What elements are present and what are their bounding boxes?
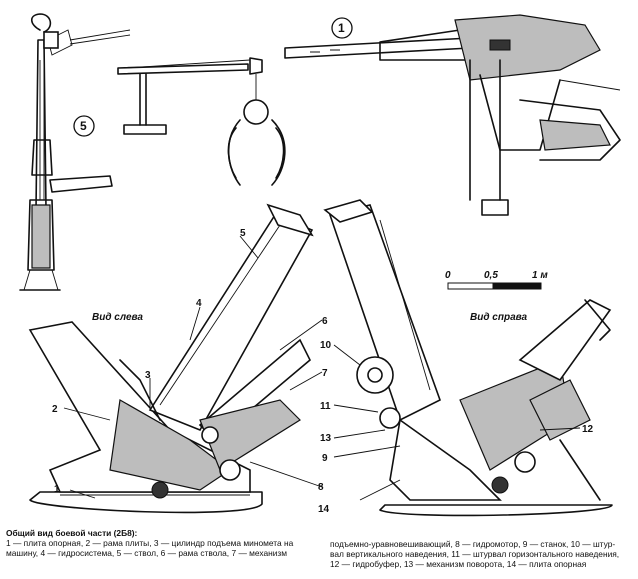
left-view-label: Вид слева xyxy=(92,312,143,323)
callout-4: 4 xyxy=(196,298,202,309)
caption-line: 12 — гидробуфер, 13 — механизм поворота,… xyxy=(330,559,587,569)
callout-12: 12 xyxy=(582,424,594,435)
svg-text:5: 5 xyxy=(80,119,87,133)
caption-left: Общий вид боевой части (2Б8): 1 — плита … xyxy=(6,528,318,558)
right-view-drawing xyxy=(323,199,613,517)
callout-9: 9 xyxy=(322,453,328,464)
callout-14: 14 xyxy=(318,504,330,515)
callout-13: 13 xyxy=(320,433,332,444)
callout-6: 6 xyxy=(322,316,328,327)
vehicle-mount-drawing xyxy=(284,14,621,216)
caption-line: 1 — плита опорная, 2 — рама плиты, 3 — ц… xyxy=(6,538,294,548)
leader-lines xyxy=(63,235,581,501)
right-view-label: Вид справа xyxy=(470,312,528,323)
caption-line: подъемно-уравновешивающий, 8 — гидромото… xyxy=(330,539,616,549)
callout-11: 11 xyxy=(320,401,331,412)
scale-label-half: 0,5 xyxy=(484,270,498,281)
scale-bar: 0 0,5 1 м xyxy=(445,270,548,290)
caption-right: подъемно-уравновешивающий, 8 — гидромото… xyxy=(330,539,634,569)
callout-10: 10 xyxy=(320,340,332,351)
caption-line: вал вертикального наведения, 11 — штурва… xyxy=(330,549,620,559)
callout-7: 7 xyxy=(322,368,328,379)
callout-1: 1 xyxy=(54,484,60,495)
callout-2: 2 xyxy=(52,404,58,415)
caption-line: машину, 4 — гидросистема, 5 — ствол, 6 —… xyxy=(6,548,288,558)
scale-label-one: 1 м xyxy=(532,270,548,281)
callout-8: 8 xyxy=(318,482,324,493)
left-view-drawing xyxy=(28,203,314,514)
callout-3: 3 xyxy=(145,370,151,381)
scale-label-zero: 0 xyxy=(445,270,451,281)
crane-drawing xyxy=(19,13,286,291)
svg-text:1: 1 xyxy=(338,21,345,35)
callout-top-5: 5 xyxy=(73,115,95,137)
callout-top-1: 1 xyxy=(331,17,353,39)
callout-5: 5 xyxy=(240,228,246,239)
caption-title: Общий вид боевой части (2Б8): xyxy=(6,528,138,538)
